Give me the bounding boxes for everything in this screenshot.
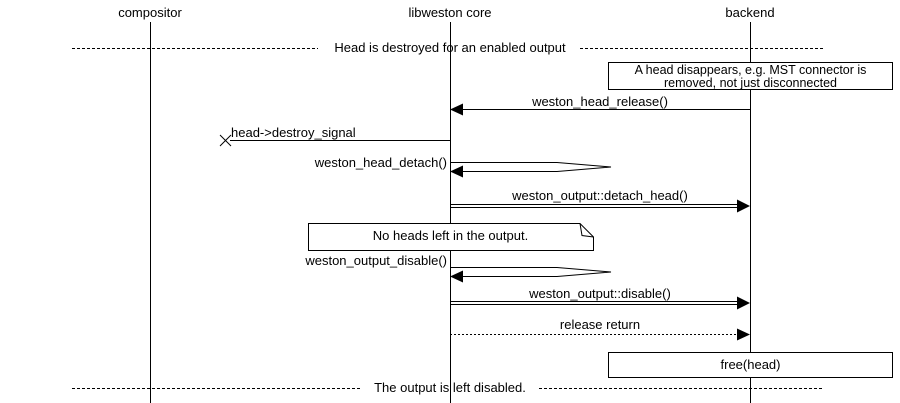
self-arrow-head-detach (450, 162, 612, 172)
divider-top-label: Head is destroyed for an enabled output (334, 40, 566, 55)
message-label-detach-head: weston_output::detach_head() (512, 188, 688, 203)
message-label-release-return: release return (559, 317, 641, 332)
note-no-heads-label: No heads left in the output. (372, 228, 529, 243)
message-label-output-disable: weston_output::disable() (529, 286, 671, 301)
entity-label-backend: backend (725, 5, 775, 20)
arrowhead-left-icon (450, 165, 463, 178)
message-label-head-destroy-signal: head->destroy_signal (231, 125, 356, 140)
arrowhead-left-icon (450, 270, 463, 283)
entity-label-libweston-core: libweston core (408, 5, 492, 20)
message-label-weston-head-detach: weston_head_detach() (314, 155, 447, 170)
self-arrow-output-disable (450, 267, 612, 277)
arrowhead-right-icon (737, 296, 750, 310)
note-line: A head disappears, e.g. MST connector is (634, 63, 867, 77)
message-label-weston-head-release: weston_head_release() (532, 94, 668, 109)
note-fold-icon (579, 223, 594, 238)
arrowhead-right-icon (737, 328, 750, 341)
note-line: removed, not just disconnected (663, 76, 838, 90)
message-label-weston-output-disable-call: weston_output_disable() (305, 253, 447, 268)
divider-bottom-label: The output is left disabled. (374, 380, 526, 395)
free-head-box: free(head) (608, 352, 893, 378)
arrowhead-left-icon (450, 103, 463, 116)
lost-message-x-icon (219, 134, 232, 147)
note-head-disappears: A head disappears, e.g. MST connector is… (608, 62, 893, 90)
note-no-heads-shape (308, 223, 594, 251)
arrowhead-right-icon (737, 199, 750, 213)
entity-label-compositor: compositor (118, 5, 182, 20)
